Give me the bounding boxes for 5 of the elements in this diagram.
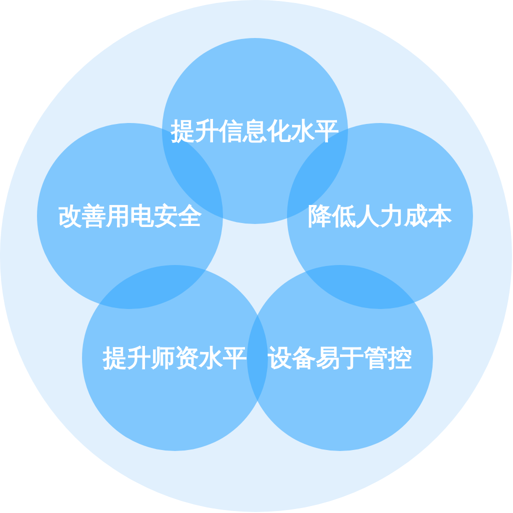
- circle-label: 提升信息化水平: [170, 116, 339, 145]
- circle-label: 改善用电安全: [58, 202, 202, 230]
- circle-label: 设备易于管控: [268, 344, 412, 372]
- circle-label: 提升师资水平: [102, 344, 247, 372]
- circle-label: 降低人力成本: [308, 202, 452, 230]
